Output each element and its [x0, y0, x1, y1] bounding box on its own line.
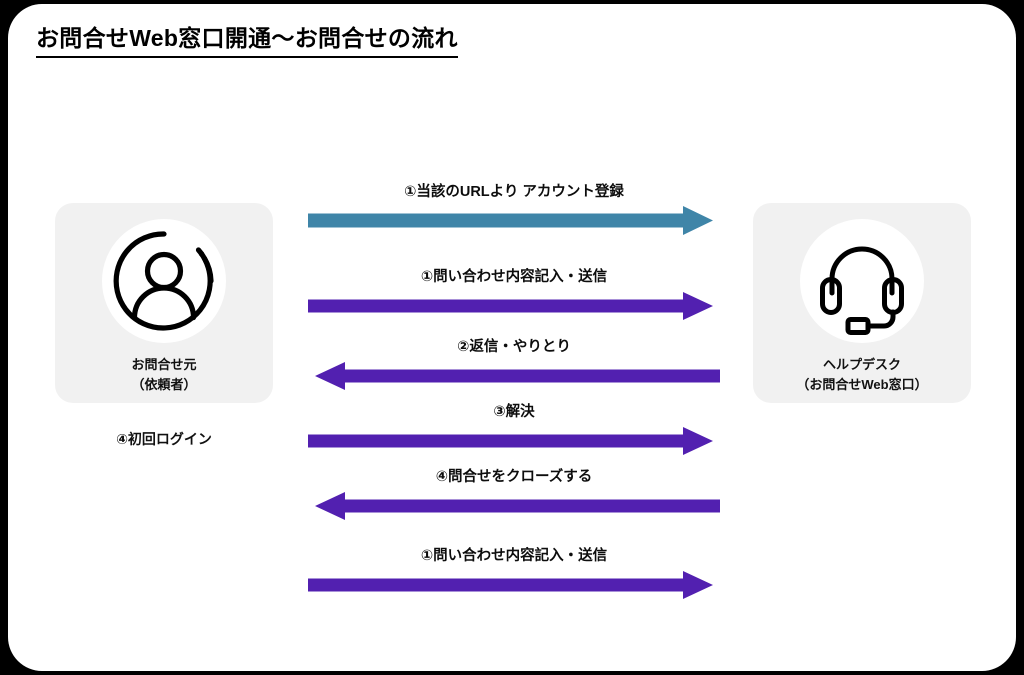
- message-label: ①当該のURLより アカウント登録: [404, 184, 624, 200]
- message-row: ①問い合わせ内容記入・送信: [308, 544, 720, 602]
- headset-icon: [800, 219, 924, 343]
- arrow-left-icon: [308, 361, 720, 391]
- message-row: ①問い合わせ内容記入・送信: [308, 265, 720, 323]
- slide-card: お問合せWeb窓口開通〜お問合せの流れ お問合せ元 （依頼者） ④初回ログイン: [8, 4, 1016, 671]
- message-label: ①問い合わせ内容記入・送信: [420, 269, 608, 285]
- actor-box-requester: お問合せ元 （依頼者）: [55, 203, 273, 403]
- message-label: ④問合せをクローズする: [435, 469, 593, 485]
- arrow-right-icon: [308, 206, 720, 236]
- person-circle-icon: [102, 219, 226, 343]
- message-row: ①当該のURLより アカウント登録: [308, 180, 720, 238]
- arrow-left-icon: [308, 491, 720, 521]
- arrow-right-icon: [308, 570, 720, 600]
- actor-box-helpdesk: ヘルプデスク （お問合せWeb窓口）: [753, 203, 971, 403]
- message-label: ①問い合わせ内容記入・送信: [420, 548, 608, 564]
- message-row: ②返信・やりとり: [308, 335, 720, 393]
- actor-label-line1: お問合せ元: [131, 357, 197, 372]
- actor-label-line2: （依頼者）: [131, 376, 197, 392]
- message-label: ②返信・やりとり: [457, 339, 571, 355]
- message-row: ③解決: [308, 400, 720, 458]
- message-row: ④問合せをクローズする: [308, 465, 720, 523]
- arrow-right-icon: [308, 426, 720, 456]
- requester-note: ④初回ログイン: [116, 431, 212, 447]
- message-label: ③解決: [493, 404, 535, 420]
- actor-label-helpdesk: ヘルプデスク （お問合せWeb窓口）: [796, 355, 927, 394]
- actor-label-requester: お問合せ元 （依頼者）: [131, 355, 196, 394]
- page-title: お問合せWeb窓口開通〜お問合せの流れ: [36, 24, 458, 58]
- actor-label-line2: （お問合せWeb窓口）: [796, 376, 928, 392]
- arrow-right-icon: [308, 291, 720, 321]
- actor-label-line1: ヘルプデスク: [822, 357, 901, 372]
